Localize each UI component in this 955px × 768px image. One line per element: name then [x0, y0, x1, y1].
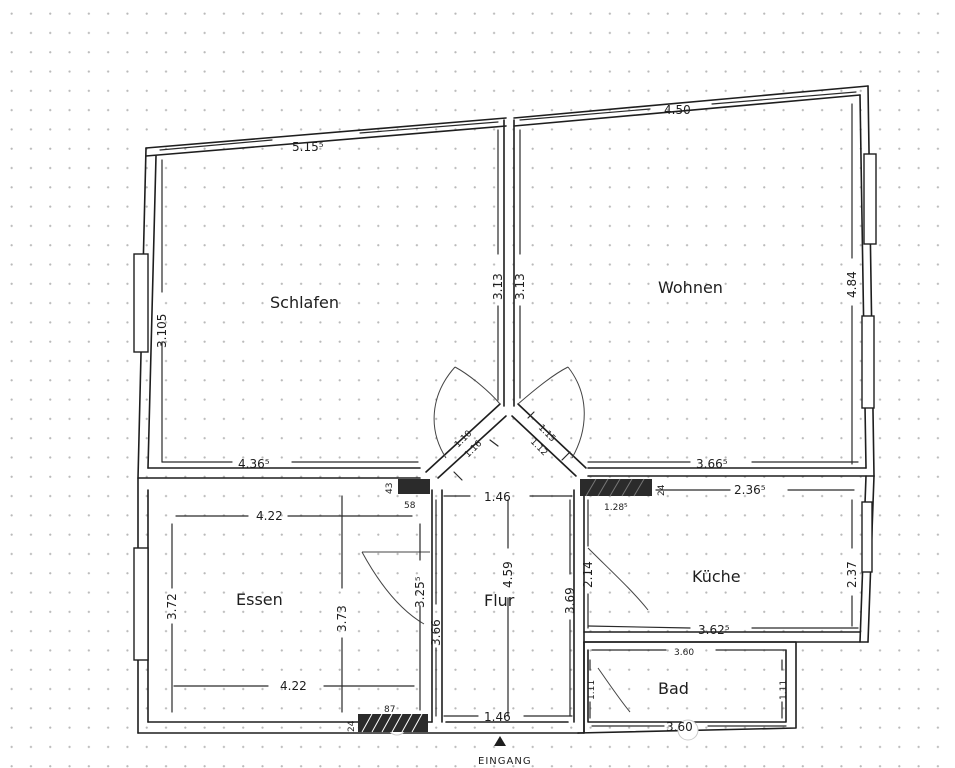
dim-label: 3.60	[674, 648, 694, 658]
dim-label: 87	[384, 705, 395, 715]
room-labels: Schlafen Wohnen Essen Flur Küche Bad	[236, 278, 741, 698]
dim-label: 3.66	[429, 619, 443, 646]
dim-label: 4.50	[664, 103, 691, 117]
dim-label: 3.25⁵	[413, 576, 427, 608]
entrance-arrow-icon	[494, 736, 506, 746]
dim-label: 58	[404, 501, 416, 511]
dim-label: 1.11	[779, 680, 789, 700]
entrance-label: EINGANG	[478, 756, 532, 767]
dim-label: 3.13	[491, 273, 505, 300]
dim-label: 24	[657, 484, 667, 496]
dim-label: 3.62⁵	[698, 623, 730, 637]
door-hinge-circle	[677, 719, 699, 741]
dim-label: 3.60	[666, 720, 693, 734]
entrance: EINGANG	[478, 736, 532, 767]
dim-label: 1.12	[528, 437, 549, 458]
dim-label: 4.22	[256, 509, 283, 523]
dim-label: 1.11	[587, 680, 597, 700]
dim-label: 4.84	[845, 271, 859, 298]
dim-label: 24	[347, 720, 357, 732]
room-label-bad: Bad	[658, 679, 689, 698]
dim-label: 4.22	[280, 679, 307, 693]
dim-label: 2.36⁵	[734, 483, 766, 497]
room-label-wohnen: Wohnen	[658, 278, 723, 297]
dim-label: 3.66⁵	[696, 457, 728, 471]
pillars	[358, 478, 652, 733]
room-label-flur: Flur	[484, 591, 515, 610]
room-label-essen: Essen	[236, 590, 283, 609]
dim-label: 43	[385, 483, 395, 494]
dim-label: 1.28⁵	[604, 503, 628, 513]
dim-label: 2.14	[581, 561, 595, 588]
dim-label: 1.46	[484, 490, 511, 504]
interior-walls	[137, 119, 875, 734]
outer-walls	[137, 85, 875, 734]
dim-label: 3.105	[155, 314, 169, 348]
dim-label: 3.72	[165, 593, 179, 620]
dim-label: 3.73	[335, 605, 349, 632]
dim-label: 1.46	[484, 710, 511, 724]
dim-label: 3.13	[513, 273, 527, 300]
windows	[133, 153, 877, 661]
dimension-lines	[159, 91, 859, 727]
dim-label: 2.37	[845, 561, 859, 588]
dim-label: 3.69	[563, 587, 577, 614]
dim-label: 4.36⁵	[238, 457, 270, 471]
room-label-kueche: Küche	[692, 567, 741, 586]
dim-label: 5.15⁵	[292, 140, 324, 154]
door-swings	[361, 366, 699, 741]
dimension-labels: 5.15⁵ 4.50 3.105 3.13 3.13 4.84 4.36⁵ 3.…	[155, 103, 859, 734]
room-label-schlafen: Schlafen	[270, 293, 339, 312]
dim-label: 4.59	[501, 561, 515, 588]
